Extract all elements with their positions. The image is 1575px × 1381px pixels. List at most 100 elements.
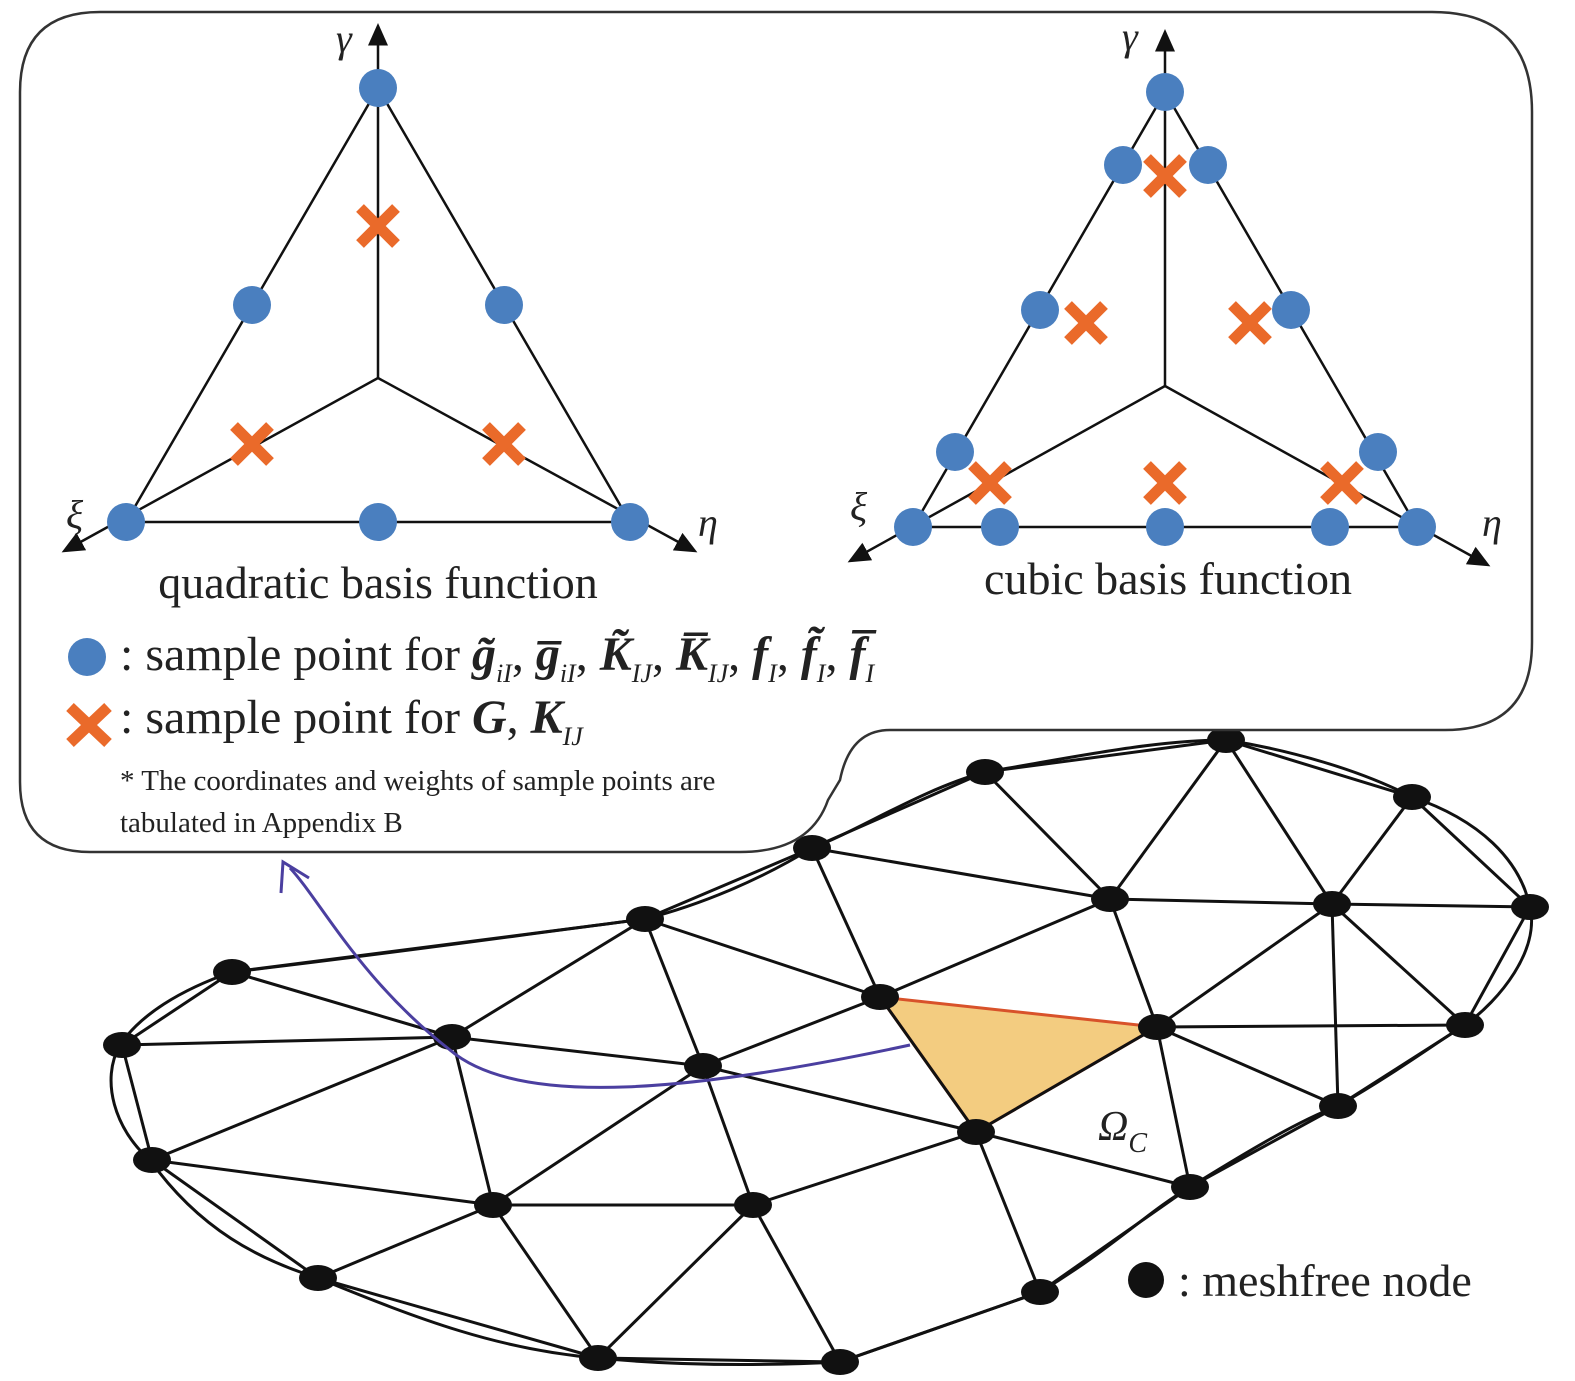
meshfree-node	[103, 1032, 141, 1058]
meshfree-node	[1319, 1093, 1357, 1119]
meshfree-node	[474, 1192, 512, 1218]
mesh-edge	[151, 1035, 453, 1162]
mesh-edge	[810, 847, 882, 998]
meshfree-node	[1021, 1279, 1059, 1305]
mesh-edge	[317, 1276, 599, 1360]
mesh-edge	[1224, 739, 1334, 905]
mesh-edge	[1108, 898, 1159, 1028]
meshfree-node	[579, 1345, 617, 1371]
blue-circle-icon	[68, 638, 106, 676]
quadratic-sample-dots	[107, 69, 649, 541]
mesh-edge	[1330, 903, 1340, 1107]
mesh-edge	[317, 1203, 494, 1280]
mesh-edge	[1156, 902, 1333, 1029]
mesh-edge	[151, 1158, 494, 1207]
mesh-edge	[1225, 738, 1413, 799]
mesh-edge	[120, 1044, 154, 1161]
meshfree-node	[684, 1053, 722, 1079]
xi-label-cubic: ξ	[850, 484, 868, 529]
meshfree-node	[433, 1024, 471, 1050]
mesh-edge	[811, 846, 1111, 901]
eta-label-cubic: η	[1482, 500, 1502, 545]
sample-point-dot	[1189, 146, 1227, 184]
orange-cross-icon	[66, 703, 112, 747]
mesh-edge	[643, 918, 705, 1067]
math-subscript: IJ	[631, 659, 654, 688]
meshfree-node	[966, 759, 1004, 785]
sample-point-dot	[1104, 146, 1142, 184]
sample-point-cross	[230, 422, 274, 466]
quadratic-caption: quadratic basis function	[158, 557, 597, 608]
meshfree-node	[299, 1265, 337, 1291]
meshfree-node	[793, 835, 831, 861]
mesh-edge	[975, 1130, 1191, 1189]
meshfree-node	[734, 1192, 772, 1218]
legend-dot-text: : sample point for g̃iI, g̅iI, K̃IJ, K̅I…	[120, 625, 877, 688]
sample-point-dot	[936, 433, 974, 471]
sample-point-dot	[359, 69, 397, 107]
legend: : sample point for g̃iI, g̅iI, K̃IJ, K̅I…	[66, 625, 877, 839]
meshfree-node	[957, 1119, 995, 1145]
mesh-edge	[450, 1036, 495, 1206]
cubic-sample-dots	[894, 73, 1436, 546]
legend-cross-text: : sample point for G, KIJ	[120, 691, 584, 751]
mesh-edge	[1331, 902, 1531, 909]
meshfree-node	[1313, 891, 1351, 917]
mesh-edge	[974, 1131, 1042, 1293]
mesh-nodes	[103, 727, 1549, 1375]
meshfree-node	[1446, 1012, 1484, 1038]
math-subscript: I	[816, 659, 827, 688]
math-subscript: I	[864, 659, 875, 688]
sample-point-cross	[356, 204, 400, 248]
meshfree-node	[1393, 784, 1431, 810]
meshfree-node	[133, 1147, 171, 1173]
mesh-domain	[103, 727, 1549, 1375]
sample-point-dot	[1311, 508, 1349, 546]
mesh-edge	[151, 1158, 319, 1280]
mesh-edge	[702, 995, 881, 1068]
sample-point-cross	[968, 461, 1012, 505]
sample-point-dot	[1146, 508, 1184, 546]
sample-point-dot	[1021, 291, 1059, 329]
meshfree-node	[626, 906, 664, 932]
sample-point-dot	[611, 503, 649, 541]
math-subscript: IJ	[707, 659, 730, 688]
meshfree-node	[1207, 727, 1245, 753]
callout-box	[18, 10, 1534, 854]
note-line-2: tabulated in Appendix B	[120, 807, 403, 839]
note-line-1: * The coordinates and weights of sample …	[120, 765, 715, 797]
math-term: K̅	[675, 628, 711, 681]
mesh-edge	[451, 1035, 704, 1068]
mesh-edge	[1109, 897, 1333, 906]
mesh-edge	[231, 970, 453, 1039]
mesh-edge	[878, 996, 978, 1133]
cubic-panel: γ ξ η cubic basis function	[847, 14, 1502, 604]
sample-point-dot	[485, 286, 523, 324]
meshfree-node	[213, 959, 251, 985]
math-term: K̃	[599, 627, 635, 681]
sample-point-cross	[1143, 154, 1187, 198]
sample-point-dot	[107, 503, 145, 541]
sample-point-dot	[233, 286, 271, 324]
mesh-edge	[1410, 795, 1532, 909]
sample-point-cross	[1228, 301, 1272, 345]
meshfree-node	[1511, 894, 1549, 920]
meshfree-node	[1091, 886, 1129, 912]
mesh-edge	[121, 970, 233, 1047]
mesh-edge	[451, 917, 646, 1039]
sample-point-dot	[1272, 291, 1310, 329]
mesh-edge	[1156, 1023, 1466, 1029]
math-term: G	[472, 691, 507, 744]
mesh-edge	[231, 917, 646, 974]
quadratic-sample-crosses	[230, 204, 526, 466]
mesh-edge	[597, 1356, 841, 1364]
sample-point-cross	[482, 422, 526, 466]
math-subscript: iI	[496, 659, 513, 688]
mesh-edge	[1330, 796, 1414, 905]
curved-arrow-head	[279, 859, 310, 894]
eta-label: η	[698, 500, 718, 545]
math-term: f	[752, 628, 772, 681]
sample-point-dot	[894, 508, 932, 546]
sample-point-cross	[1320, 461, 1364, 505]
